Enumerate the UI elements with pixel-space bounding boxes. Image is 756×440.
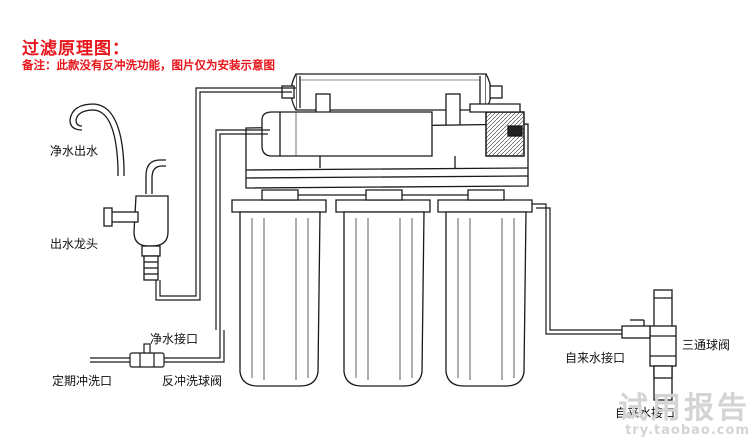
faucet-shape (69, 103, 169, 281)
piping (90, 87, 622, 363)
diagram-note: 备注：此款没有反冲洗功能，图片仅为安装示意图 (22, 58, 275, 72)
label-periodic-flush-outlet: 定期冲洗口 (52, 374, 113, 388)
diagram-title: 过滤原理图： (22, 39, 130, 59)
watermark: 试用报告 try.taobao.com (618, 394, 750, 438)
watermark-site: try.taobao.com (625, 423, 750, 438)
label-faucet: 出水龙头 (50, 237, 99, 251)
label-clean-water-outlet: 净水出水 (50, 144, 99, 158)
label-backflush-ball-valve: 反冲洗球阀 (162, 374, 223, 388)
filter-canister-3 (437, 189, 533, 387)
label-tap-water-connector: 自来水接口 (565, 351, 626, 365)
label-tap-water-connector-bottom: 自来水接口 (615, 406, 676, 420)
label-three-way-ball-valve: 三通球阀 (682, 338, 731, 352)
watermark-text: 试用报告 (618, 391, 750, 426)
three-way-valve-shape (621, 289, 677, 401)
backflush-valve-shape (129, 343, 165, 368)
filter-canister-1 (231, 189, 327, 387)
label-clean-water-connector: 净水接口 (150, 332, 199, 346)
booster-pump (245, 103, 529, 189)
filter-canister-2 (335, 189, 431, 387)
